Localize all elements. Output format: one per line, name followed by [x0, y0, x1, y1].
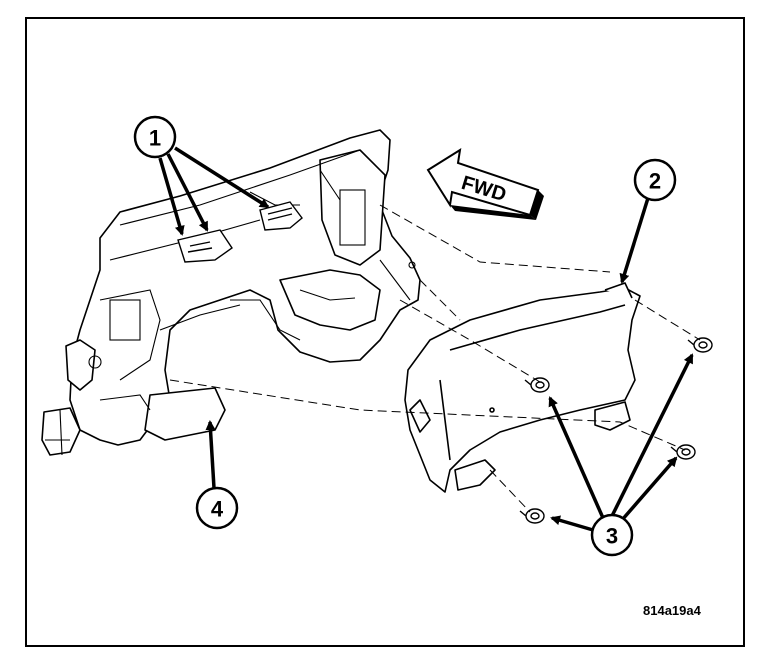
harness-connectors — [177, 201, 303, 263]
svg-text:2: 2 — [649, 169, 661, 194]
callout-2: 2 — [633, 158, 677, 202]
forward-direction-arrow: FWD — [426, 147, 544, 220]
screw-upper-right — [687, 337, 713, 353]
callout-3: 3 — [590, 513, 634, 557]
svg-text:4: 4 — [211, 497, 224, 522]
callout-4: 4 — [195, 486, 239, 530]
svg-text:1: 1 — [149, 126, 161, 151]
figure-id: 814a19a4 — [643, 603, 702, 618]
instrument-panel-structure — [41, 129, 421, 456]
alignment-lines — [169, 204, 701, 513]
screw-lower — [519, 508, 545, 524]
instrument-cluster-bezel — [404, 282, 641, 493]
mounting-screws — [519, 337, 713, 524]
screw-mid — [524, 377, 550, 393]
callout-1: 1 — [133, 115, 177, 159]
svg-text:3: 3 — [606, 524, 618, 549]
leader-arrows — [158, 146, 694, 532]
